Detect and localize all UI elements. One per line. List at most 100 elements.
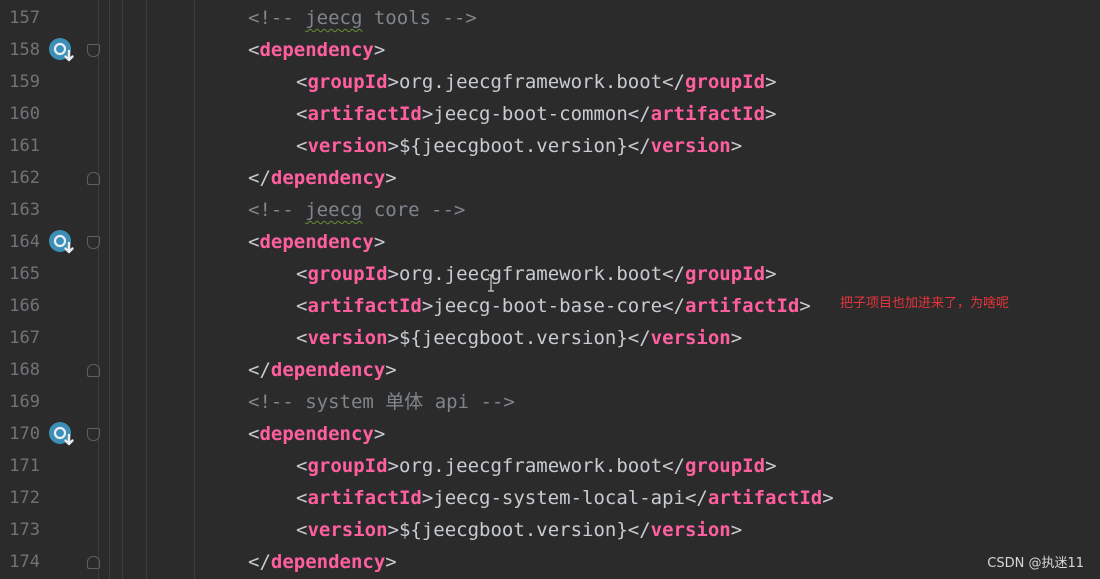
maven-dependency-icon[interactable] <box>48 420 76 448</box>
tag-bracket: > <box>765 103 777 125</box>
code-line[interactable]: 165<groupId>org.jeecgframework.boot</gro… <box>0 258 1100 290</box>
xml-tag-name: groupId <box>307 455 388 477</box>
tag-bracket: > <box>421 103 434 125</box>
editor-gutter <box>0 0 110 579</box>
xml-tag-name: version <box>650 519 731 541</box>
tag-bracket: < <box>296 71 308 93</box>
indent-guide <box>98 0 99 579</box>
code-line[interactable]: 174</dependency> <box>0 546 1100 578</box>
tag-bracket: > <box>765 263 777 285</box>
xml-tag-name: artifactId <box>684 295 800 317</box>
xml-tag-name: artifactId <box>650 103 766 125</box>
line-number: 168 <box>9 360 40 380</box>
fold-marker-icon[interactable] <box>87 236 100 249</box>
line-number: 167 <box>9 328 40 348</box>
comment-word: jeecg <box>305 7 363 29</box>
code-line[interactable]: 158 <dependency> <box>0 34 1100 66</box>
fold-marker-icon[interactable] <box>87 172 100 185</box>
indent-guide <box>122 0 123 579</box>
code-text[interactable]: <version>${jeecgboot.version}</version> <box>296 130 742 162</box>
code-text[interactable]: <dependency> <box>248 418 385 450</box>
xml-value: jeecg-boot-base-core <box>433 295 663 317</box>
maven-dependency-icon[interactable] <box>48 228 76 256</box>
fold-marker-icon[interactable] <box>87 364 100 377</box>
line-number: 164 <box>9 232 40 252</box>
tag-bracket: > <box>730 327 743 349</box>
code-text[interactable]: <artifactId>jeecg-system-local-api</arti… <box>296 482 834 514</box>
xml-comment: <!-- jeecg core --> <box>248 199 465 221</box>
code-text[interactable]: <version>${jeecgboot.version}</version> <box>296 514 742 546</box>
code-line[interactable]: 157 <!-- jeecg tools --> <box>0 2 1100 34</box>
xml-tag-name: dependency <box>259 231 374 253</box>
code-text[interactable]: <groupId>org.jeecgframework.boot</groupI… <box>296 66 777 98</box>
xml-value: org.jeecgframework.boot <box>398 263 663 285</box>
code-text[interactable]: </dependency> <box>248 546 397 578</box>
tag-bracket: </ <box>248 551 271 573</box>
line-number: 171 <box>9 456 40 476</box>
tag-bracket: > <box>385 551 397 573</box>
watermark: CSDN @执迷11 <box>987 556 1084 571</box>
code-line[interactable]: 161 <version>${jeecgboot.version}</versio… <box>0 130 1100 162</box>
code-line[interactable]: 162</dependency> <box>0 162 1100 194</box>
comment-word: jeecg <box>305 199 363 221</box>
code-line[interactable]: 169 <!-- system 单体 api --> <box>0 386 1100 418</box>
code-line[interactable]: 173<version>${jeecgboot.version}</versio… <box>0 514 1100 546</box>
code-text[interactable]: </dependency> <box>248 162 397 194</box>
code-line[interactable]: 166<artifactId>jeecg-boot-base-core</art… <box>0 290 1100 322</box>
tag-bracket: </ <box>662 295 685 317</box>
xml-tag-name: dependency <box>270 359 386 381</box>
tag-bracket: > <box>385 167 397 189</box>
tag-bracket: < <box>296 135 308 157</box>
code-line[interactable]: 168 </dependency> <box>0 354 1100 386</box>
code-line[interactable]: 159<groupId>org.jeecgframework.boot</gro… <box>0 66 1100 98</box>
maven-dependency-icon[interactable] <box>48 36 76 64</box>
fold-marker-icon[interactable] <box>87 44 100 57</box>
code-line[interactable]: 170<dependency> <box>0 418 1100 450</box>
xml-value: org.jeecgframework.boot <box>398 71 663 93</box>
code-line[interactable]: 164 <dependency> <box>0 226 1100 258</box>
tag-bracket: > <box>730 519 743 541</box>
code-text[interactable]: <groupId>org.jeecgframework.boot</groupI… <box>296 258 777 290</box>
gutter-separator <box>109 0 110 579</box>
annotation-note: 把子项目也加进来了，为啥呢 <box>840 296 1010 311</box>
line-number: 166 <box>9 296 40 316</box>
line-number: 157 <box>9 8 40 28</box>
tag-bracket: > <box>385 359 397 381</box>
comment-text: core --> <box>362 199 466 221</box>
code-text[interactable]: <artifactId>jeecg-boot-common</artifactI… <box>296 98 777 130</box>
comment-text: <!-- <box>248 199 306 221</box>
fold-marker-icon[interactable] <box>87 428 100 441</box>
code-line[interactable]: 171<groupId>org.jeecgframework.boot</gro… <box>0 450 1100 482</box>
code-text[interactable]: <!-- jeecg core --> <box>248 194 465 226</box>
tag-bracket: > <box>421 487 434 509</box>
code-line[interactable]: 167 <version>${jeecgboot.version}</versio… <box>0 322 1100 354</box>
xml-tag-name: version <box>307 519 388 541</box>
code-text[interactable]: <dependency> <box>248 34 385 66</box>
tag-bracket: > <box>822 487 834 509</box>
tag-bracket: > <box>387 135 399 157</box>
code-text[interactable]: <dependency> <box>248 226 385 258</box>
code-line[interactable]: 172<artifactId>jeecg-system-local-api</a… <box>0 482 1100 514</box>
tag-bracket: </ <box>248 167 271 189</box>
code-line[interactable]: 160<artifactId>jeecg-boot-common</artifa… <box>0 98 1100 130</box>
xml-tag-name: groupId <box>684 263 766 285</box>
tag-bracket: > <box>373 39 386 61</box>
code-text[interactable]: <!-- system 单体 api --> <box>248 386 515 418</box>
comment-text: <!-- system 单体 api --> <box>248 391 515 413</box>
code-text[interactable]: <!-- jeecg tools --> <box>248 2 477 34</box>
code-text[interactable]: <groupId>org.jeecgframework.boot</groupI… <box>296 450 777 482</box>
code-text[interactable]: </dependency> <box>248 354 397 386</box>
code-line[interactable]: 163<!-- jeecg core --> <box>0 194 1100 226</box>
text-cursor-icon <box>488 274 494 292</box>
line-number: 158 <box>9 40 40 60</box>
line-number: 161 <box>9 136 40 156</box>
tag-bracket: > <box>799 295 811 317</box>
code-text[interactable]: <version>${jeecgboot.version}</version> <box>296 322 742 354</box>
xml-tag-name: artifactId <box>307 295 422 317</box>
line-number: 169 <box>9 392 40 412</box>
tag-bracket: < <box>248 231 260 253</box>
fold-marker-icon[interactable] <box>87 556 100 569</box>
tag-bracket: > <box>765 455 777 477</box>
code-text[interactable]: <artifactId>jeecg-boot-base-core</artifa… <box>296 290 811 322</box>
